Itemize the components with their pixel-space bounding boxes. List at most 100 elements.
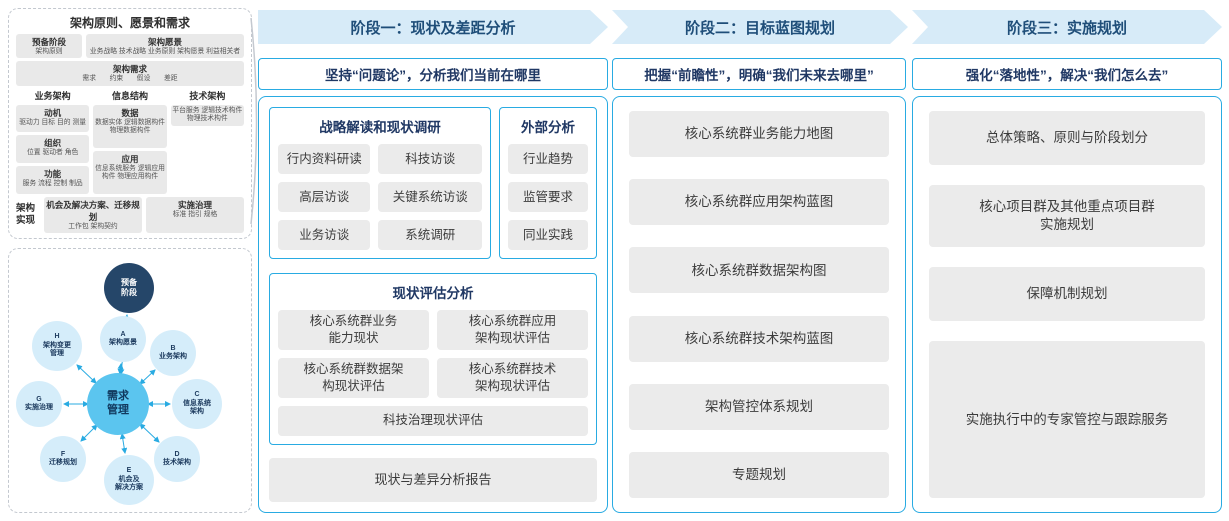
box-sub: 标准 指引 规格: [172, 210, 218, 218]
phase3-item: 保障机制规划: [929, 267, 1205, 321]
strategy-research-title: 战略解读和现状调研: [319, 120, 441, 135]
phase-3-column: 总体策略、原则与阶段划分 核心项目群及其他重点项目群 实施规划 保障机制规划 实…: [912, 96, 1222, 513]
box-sub: 数据实体 逻辑数据构件 物理数据构件: [95, 118, 165, 135]
business-architecture-header: 业务架构: [34, 90, 71, 101]
gap-analysis-report-item: 现状与差异分析报告: [269, 458, 597, 502]
box-sub: 平台服务 逻辑技术构件 物理技术构件: [172, 106, 243, 123]
phase2-item: 核心系统群应用架构蓝图: [629, 179, 889, 226]
business-box-function: 功能 服务 流程 控制 制品: [16, 166, 90, 194]
adm-node-f-migration: F 迁移规划: [40, 436, 86, 482]
external-analysis-items: 行业趋势 监管要求 同业实践: [508, 144, 588, 250]
phase-2-subtitle: 把握“前瞻性”，明确“我们未来去哪里”: [612, 58, 906, 90]
prep-phase-title: 预备阶段: [31, 37, 66, 47]
adm-node-a-vision: A 架构愿景: [100, 316, 146, 362]
assessment-item: 核心系统群应用 架构现状评估: [437, 309, 588, 350]
adm-node-g-governance: G 实施治理: [16, 381, 62, 427]
information-box-data: 数据 数据实体 逻辑数据构件 物理数据构件: [93, 104, 167, 148]
panel-brace-curve: [250, 17, 258, 225]
phase2-item: 核心系统群业务能力地图: [629, 111, 889, 157]
phase3-item: 实施执行中的专家管控与跟踪服务: [929, 341, 1205, 498]
prep-phase-sub: 架构原则: [35, 48, 63, 55]
strategy-research-box: 战略解读和现状调研 行内资料研读 科技访谈 高层访谈 关键系统访谈 业务访谈 系…: [269, 107, 491, 259]
prep-phase-box: 预备阶段 架构原则: [16, 34, 82, 59]
box-title: 功能: [44, 169, 62, 179]
adm-node-d-technology: D 技术架构: [154, 436, 200, 482]
box-sub: 服务 流程 控制 制品: [22, 180, 83, 187]
phase-1-header-arrow: 阶段一：现状及差距分析: [258, 10, 608, 44]
technology-box: 平台服务 逻辑技术构件 物理技术构件: [170, 104, 244, 126]
box-title: 应用: [121, 153, 139, 164]
box-title: 机会及解决方案、迁移规划: [46, 199, 140, 222]
phase-1-top-row: 战略解读和现状调研 行内资料研读 科技访谈 高层访谈 关键系统访谈 业务访谈 系…: [269, 107, 597, 259]
opportunities-migration-box: 机会及解决方案、迁移规划 工作包 架构契约: [44, 196, 142, 233]
external-item: 同业实践: [508, 220, 588, 250]
strategy-item: 行内资料研读: [278, 144, 371, 174]
vision-title: 架构愿景: [147, 37, 182, 47]
phase2-item: 专题规划: [629, 451, 889, 498]
adm-node-h-change: H 架构变更 管理: [32, 321, 82, 371]
vision-box: 架构愿景 业务战略 技术战略 业务原则 架构愿景 利益相关者: [86, 34, 244, 59]
requirements-box: 架构需求 需求 约束 假设 差距: [16, 61, 244, 86]
framework-title: 架构原则、愿景和需求: [69, 16, 190, 30]
assessment-item: 科技治理现状评估: [278, 405, 588, 436]
box-sub: 驱动力 目标 目的 测量: [19, 118, 87, 126]
box-title: 动机: [44, 107, 62, 118]
assessment-item: 核心系统群技术 架构现状评估: [437, 357, 588, 398]
adm-node-b-business: B 业务架构: [150, 330, 196, 376]
assessment-grid: 核心系统群业务 能力现状 核心系统群应用 架构现状评估 核心系统群数据架 构现状…: [278, 309, 588, 436]
technology-architecture-column: 技术架构 平台服务 逻辑技术构件 物理技术构件: [170, 89, 244, 194]
business-architecture-column: 业务架构 动机 驱动力 目标 目的 测量 组织 位置 驱动者 角色 功能 服务 …: [16, 89, 90, 194]
assessment-item: 核心系统群业务 能力现状: [278, 309, 429, 350]
framework-architecture-columns: 业务架构 动机 驱动力 目标 目的 测量 组织 位置 驱动者 角色 功能 服务 …: [16, 89, 244, 194]
phase-2-column: 核心系统群业务能力地图 核心系统群应用架构蓝图 核心系统群数据架构图 核心系统群…: [612, 96, 906, 513]
information-architecture-header: 信息结构: [111, 90, 148, 101]
framework-overview-panel: 架构原则、愿景和需求 预备阶段 架构原则 架构愿景 业务战略 技术战略 业务原则…: [8, 8, 252, 239]
requirements-title: 架构需求: [112, 64, 147, 75]
vision-sub: 业务战略 技术战略 业务原则 架构愿景 利益相关者: [89, 48, 241, 55]
business-box-motivation: 动机 驱动力 目标 目的 测量: [16, 104, 90, 133]
strategy-item: 高层访谈: [278, 182, 371, 212]
box-title: 实施治理: [177, 199, 212, 210]
phase2-item: 核心系统群数据架构图: [629, 247, 889, 294]
adm-cycle-panel: 预备 阶段 A 架构愿景 B 业务架构 C 信息系统 架构 D 技术架构 E 机…: [8, 248, 252, 513]
phase-1-column: 战略解读和现状调研 行内资料研读 科技访谈 高层访谈 关键系统访谈 业务访谈 系…: [258, 96, 608, 513]
phase-1-subtitle: 坚持“问题论”，分析我们当前在哪里: [258, 58, 608, 90]
external-analysis-title: 外部分析: [521, 120, 575, 135]
phase-3-header-arrow: 阶段三：实施规划: [912, 10, 1222, 44]
framework-row-prep-vision: 预备阶段 架构原则 架构愿景 业务战略 技术战略 业务原则 架构愿景 利益相关者: [16, 34, 244, 59]
strategy-item: 科技访谈: [378, 144, 482, 174]
phase-2-header-arrow: 阶段二：目标蓝图规划: [612, 10, 908, 44]
phase3-item: 总体策略、原则与阶段划分: [929, 111, 1205, 165]
architecture-implementation-row: 架构 实现 机会及解决方案、迁移规划 工作包 架构契约 实施治理 标准 指引 规…: [16, 196, 244, 233]
strategy-item: 业务访谈: [278, 220, 371, 250]
adm-node-e-opportunities: E 机会及 解决方案: [104, 455, 154, 505]
requirements-sub: 需求 约束 假设 差距: [82, 75, 178, 83]
strategy-research-grid: 行内资料研读 科技访谈 高层访谈 关键系统访谈 业务访谈 系统调研: [278, 144, 482, 250]
phase2-item: 架构管控体系规划: [629, 383, 889, 430]
phase-3-subtitle: 强化“落地性”，解决“我们怎么去”: [912, 58, 1222, 90]
adm-node-preliminary: 预备 阶段: [104, 263, 154, 313]
strategy-item: 系统调研: [378, 220, 482, 250]
assessment-title: 现状评估分析: [392, 285, 474, 301]
box-title: 数据: [121, 107, 139, 118]
assessment-item: 核心系统群数据架 构现状评估: [278, 357, 429, 398]
phase2-item: 核心系统群技术架构蓝图: [629, 315, 889, 362]
phase3-item: 核心项目群及其他重点项目群 实施规划: [929, 185, 1205, 247]
technology-architecture-header: 技术架构: [189, 90, 226, 101]
external-item: 监管要求: [508, 182, 588, 212]
external-analysis-box: 外部分析 行业趋势 监管要求 同业实践: [499, 107, 597, 259]
adm-node-c-information: C 信息系统 架构: [172, 379, 222, 429]
strategy-item: 关键系统访谈: [378, 182, 482, 212]
box-sub: 位置 驱动者 角色: [26, 149, 79, 157]
implementation-governance-box: 实施治理 标准 指引 规格: [146, 196, 244, 233]
information-box-application: 应用 信息系统服务 逻辑应用构件 物理应用构件: [93, 150, 167, 194]
information-architecture-column: 信息结构 数据 数据实体 逻辑数据构件 物理数据构件 应用 信息系统服务 逻辑应…: [93, 89, 167, 194]
box-sub: 工作包 架构契约: [68, 222, 118, 230]
assessment-box: 现状评估分析 核心系统群业务 能力现状 核心系统群应用 架构现状评估 核心系统群…: [269, 272, 597, 445]
box-title: 组织: [44, 138, 62, 149]
external-item: 行业趋势: [508, 144, 588, 174]
implementation-label: 架构 实现: [16, 203, 36, 226]
box-sub: 信息系统服务 逻辑应用构件 物理应用构件: [95, 164, 165, 181]
adm-center-requirements-management: 需求 管理: [87, 373, 149, 435]
